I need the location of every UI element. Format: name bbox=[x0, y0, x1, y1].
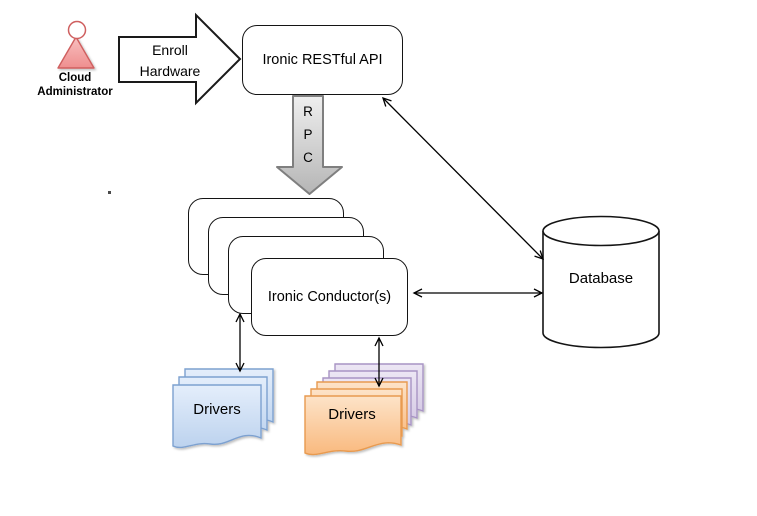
drivers-left-label: Drivers bbox=[193, 400, 241, 418]
rpc-arrow-shape bbox=[276, 95, 343, 195]
drivers-left-stack bbox=[172, 368, 274, 449]
conductor-box-front bbox=[251, 258, 408, 336]
orange-doc-front bbox=[304, 395, 402, 456]
rpc-letter-c: C bbox=[303, 150, 313, 165]
cloud-admin-label-line1: Cloud bbox=[58, 72, 92, 84]
enroll-label-line2: Hardware bbox=[139, 63, 201, 79]
cloud-admin-icon bbox=[57, 20, 95, 69]
enroll-label-line1: Enroll bbox=[152, 42, 188, 58]
rpc-arrow-label: R P C bbox=[293, 100, 323, 169]
enroll-arrow-label: Enroll Hardware bbox=[122, 40, 218, 82]
blue-doc-front bbox=[172, 384, 262, 449]
cloud-admin-label-line2: Administrator bbox=[37, 86, 113, 98]
database-cylinder bbox=[542, 215, 660, 349]
cloud-admin-label: Cloud Administrator bbox=[10, 71, 140, 99]
stray-dot bbox=[108, 191, 111, 194]
rpc-letter-p: P bbox=[303, 127, 313, 142]
database-body-shape bbox=[542, 231, 660, 349]
api-box-label: Ironic RESTful API bbox=[262, 52, 383, 68]
arrow-api-database bbox=[381, 96, 545, 261]
database-label: Database bbox=[568, 269, 634, 287]
cloud-admin-body-shape bbox=[57, 36, 95, 69]
conductor-box-label: Ironic Conductor(s) bbox=[267, 289, 392, 305]
cloud-admin-head-shape bbox=[67, 20, 87, 40]
enroll-hardware-arrow-shape bbox=[118, 12, 242, 106]
rpc-letter-r: R bbox=[303, 104, 313, 119]
api-box bbox=[242, 25, 403, 95]
drivers-right-label: Drivers bbox=[328, 405, 376, 423]
drivers-right-stack bbox=[304, 363, 424, 456]
